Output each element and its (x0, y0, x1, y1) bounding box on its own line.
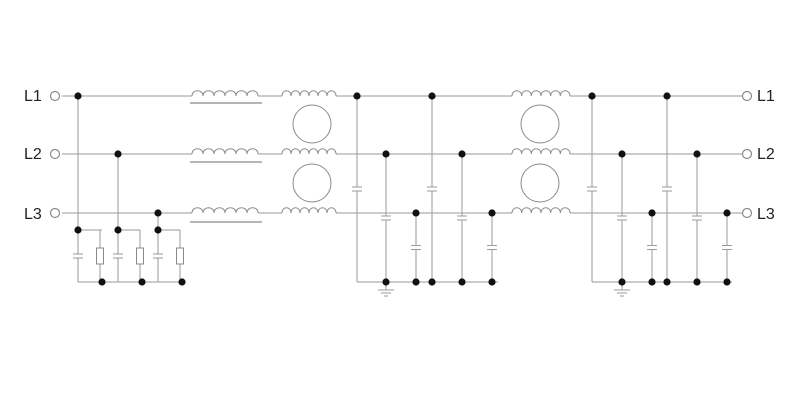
input-terminal-l2 (49, 148, 61, 160)
junction-node (723, 278, 731, 286)
junction-node (488, 278, 496, 286)
junction-node (693, 150, 701, 158)
junction-node (458, 278, 466, 286)
output-label-l2: L2 (757, 146, 775, 163)
junction-nodes (74, 92, 731, 286)
junction-node (382, 150, 390, 158)
resistor (136, 247, 144, 265)
inductor-coil (191, 207, 259, 214)
junction-node (138, 278, 146, 286)
components (73, 90, 732, 297)
terminals (49, 90, 753, 219)
junction-node (618, 278, 626, 286)
junction-node (428, 92, 436, 100)
output-label-l3: L3 (757, 206, 775, 223)
junction-node (412, 278, 420, 286)
junction-node (154, 209, 162, 217)
junction-node (382, 278, 390, 286)
junction-node (412, 209, 420, 217)
toroid-core (520, 163, 560, 203)
output-terminal-l2 (741, 148, 753, 160)
junction-node (178, 278, 186, 286)
junction-node (488, 209, 496, 217)
junction-node (74, 92, 82, 100)
inductor-coil (281, 90, 337, 97)
junction-node (723, 209, 731, 217)
junction-node (648, 278, 656, 286)
junction-node (663, 278, 671, 286)
junction-node (458, 150, 466, 158)
junction-node (663, 92, 671, 100)
junction-node (353, 92, 361, 100)
junction-node (114, 150, 122, 158)
junction-node (618, 150, 626, 158)
toroid-core (520, 104, 560, 144)
inductor-coil (511, 207, 571, 214)
toroid-core (292, 104, 332, 144)
inductor-coil (281, 148, 337, 155)
junction-node (588, 92, 596, 100)
inductor-coil (511, 148, 571, 155)
resistor (176, 247, 184, 265)
input-terminal-l3 (49, 207, 61, 219)
junction-node (648, 209, 656, 217)
inductor-coil (191, 90, 259, 97)
output-terminal-l1 (741, 90, 753, 102)
wires (62, 95, 742, 290)
input-label-l1: L1 (24, 88, 42, 105)
junction-node (428, 278, 436, 286)
inductor-coil (281, 207, 337, 214)
junction-node (154, 226, 162, 234)
inductor-coil (511, 90, 571, 97)
inductor-coil (191, 148, 259, 155)
junction-node (693, 278, 701, 286)
output-terminal-l3 (741, 207, 753, 219)
junction-node (74, 226, 82, 234)
resistor (96, 247, 104, 265)
toroid-core (292, 163, 332, 203)
input-label-l2: L2 (24, 146, 42, 163)
input-label-l3: L3 (24, 206, 42, 223)
junction-node (114, 226, 122, 234)
output-label-l1: L1 (757, 88, 775, 105)
input-terminal-l1 (49, 90, 61, 102)
junction-node (98, 278, 106, 286)
